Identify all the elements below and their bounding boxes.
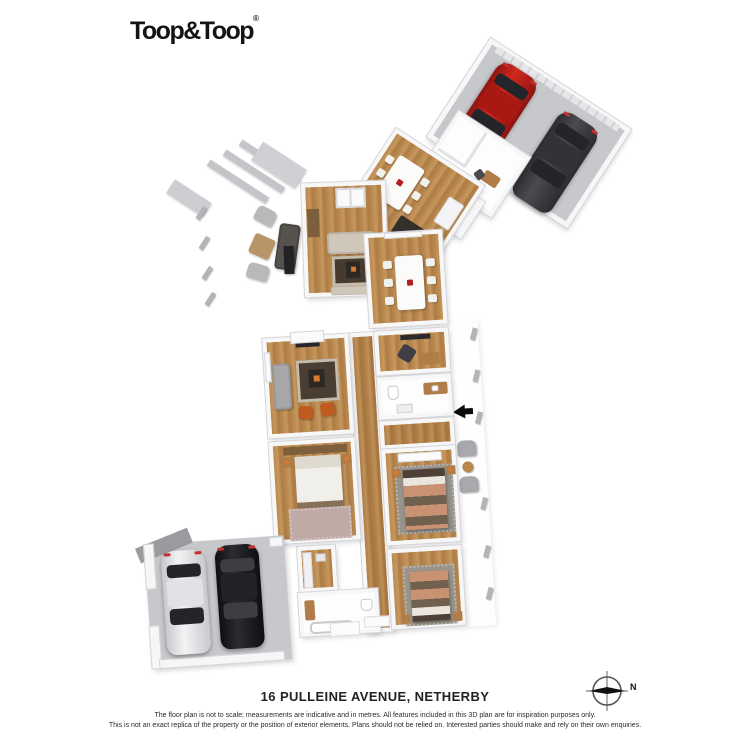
pergola-post xyxy=(201,265,214,281)
compass-icon: N xyxy=(586,670,648,712)
veranda-post xyxy=(469,327,478,341)
wall-tv-icon xyxy=(400,333,431,341)
porch-step xyxy=(363,615,391,628)
table-centerpiece xyxy=(406,279,414,286)
brand-logo-text: Toop&Toop xyxy=(130,17,255,45)
main-wing xyxy=(252,224,498,639)
laundry-counter xyxy=(302,552,314,589)
veranda-chair xyxy=(456,439,477,457)
dining-chair xyxy=(382,260,393,270)
bathroom-1 xyxy=(375,372,455,421)
veranda-post xyxy=(480,497,489,510)
wardrobe xyxy=(397,450,442,463)
shower xyxy=(396,403,413,414)
bedside-table xyxy=(453,611,463,621)
bed xyxy=(409,569,451,623)
office-chair xyxy=(396,343,418,364)
dining-chair xyxy=(410,190,422,202)
bedside-table xyxy=(401,614,411,624)
veranda-side-table xyxy=(462,461,474,473)
lamp xyxy=(448,467,453,472)
dining-chair xyxy=(419,176,431,188)
armchair-orange xyxy=(319,401,336,418)
interior-wall xyxy=(463,132,488,168)
pergola-post xyxy=(204,291,217,307)
dining-table xyxy=(394,254,426,311)
washing-machine xyxy=(315,553,326,562)
dining-chair xyxy=(401,203,414,215)
lamp xyxy=(284,460,289,465)
lounge xyxy=(261,329,356,440)
bedroom-2 xyxy=(380,444,462,547)
dining-chair xyxy=(427,293,438,303)
carport-wall xyxy=(268,536,284,548)
veranda-post xyxy=(474,411,483,425)
veranda-post xyxy=(483,544,491,558)
brand-logo: Toop&Toop® xyxy=(130,14,259,46)
vanity xyxy=(423,381,448,395)
dining-chair xyxy=(426,276,437,285)
lamp xyxy=(393,470,398,475)
registered-mark: ® xyxy=(253,14,259,23)
veranda-post xyxy=(485,586,494,600)
basin xyxy=(431,385,439,392)
window xyxy=(383,230,423,240)
coffee-table xyxy=(308,368,326,388)
bedside-table xyxy=(446,465,456,475)
bedroom-rug xyxy=(288,505,353,542)
vanity xyxy=(304,600,316,621)
porch-step xyxy=(329,621,361,637)
bed xyxy=(402,467,449,531)
pergola-post xyxy=(198,235,211,251)
armchair-orange xyxy=(298,405,314,420)
dining-chair xyxy=(384,296,395,306)
carport-car-white xyxy=(160,548,212,656)
compass-rose xyxy=(586,671,628,711)
bedroom-1 xyxy=(267,436,362,546)
bedside-table xyxy=(391,468,401,479)
lamp xyxy=(344,456,349,461)
window xyxy=(264,352,272,383)
study xyxy=(372,326,452,377)
bedroom-3 xyxy=(386,543,468,631)
carport xyxy=(134,527,293,671)
entry-arrow-icon xyxy=(452,404,476,420)
dining-chair xyxy=(425,258,436,267)
disclaimer-line-1: The floor plan is not to scale; measurem… xyxy=(154,712,596,719)
outdoor-chair xyxy=(252,204,279,228)
bedside-table xyxy=(341,453,352,465)
disclaimer-line-2: This is not an exact replica of the prop… xyxy=(108,722,642,729)
laundry xyxy=(295,543,339,594)
skylight xyxy=(335,187,366,209)
wall-tv-icon xyxy=(295,342,320,348)
toilet xyxy=(360,598,373,612)
veranda-chair xyxy=(458,475,479,493)
bedside-table xyxy=(281,457,293,468)
toilet xyxy=(387,385,400,401)
compass-north-label: N xyxy=(630,682,637,692)
table-centerpiece xyxy=(395,178,404,187)
dining-room xyxy=(362,228,449,330)
veranda-post xyxy=(472,369,481,383)
address-title: 16 PULLEINE AVENUE, NETHERBY xyxy=(260,689,490,704)
carport-car-black xyxy=(214,543,266,650)
desk xyxy=(419,351,441,366)
pergola-roof-panel xyxy=(251,141,307,189)
sofa-gray xyxy=(271,363,293,411)
dining-chair xyxy=(383,278,394,288)
